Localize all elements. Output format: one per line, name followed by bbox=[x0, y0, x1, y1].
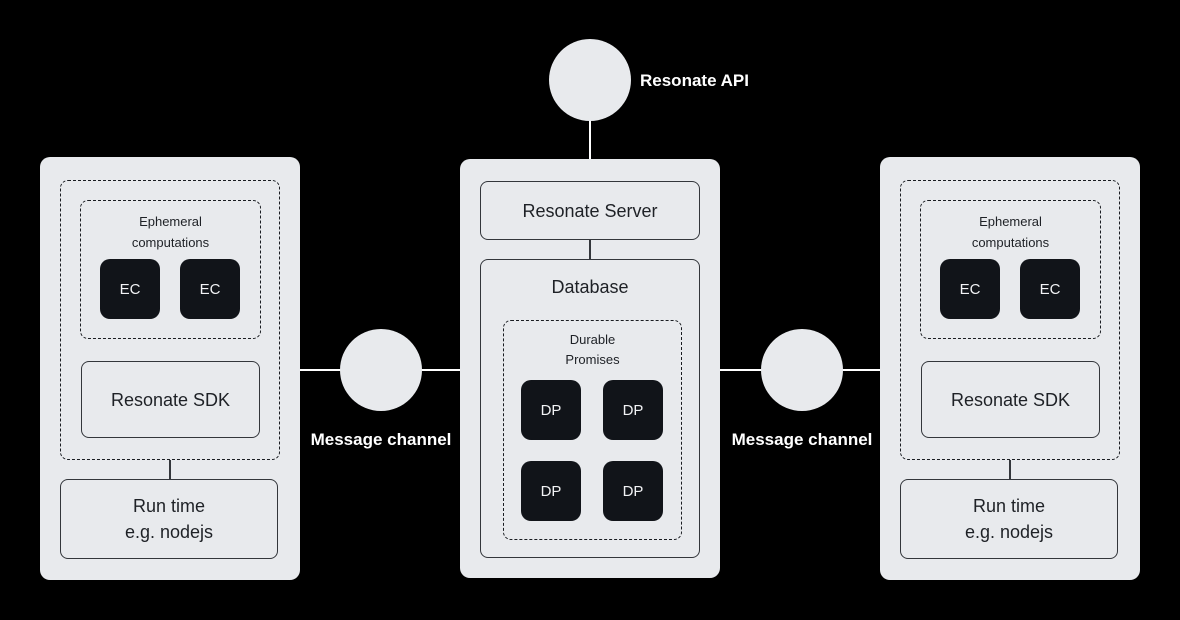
resonate-sdk-label: Resonate SDK bbox=[950, 389, 1071, 410]
worker-process-boundary-left: Ephemeral computations EC EC Resonate SD… bbox=[60, 180, 280, 460]
ephemeral-computations-group-left: Ephemeral computations EC EC bbox=[80, 200, 261, 339]
api-to-server-connector-line bbox=[589, 120, 591, 160]
ephemeral-computations-group-right: Ephemeral computations EC EC bbox=[920, 200, 1101, 339]
message-channel-label-left: Message channel bbox=[310, 430, 452, 449]
worker-panel-right: Ephemeral computations EC EC Resonate SD… bbox=[880, 157, 1140, 580]
runtime-box-right: Run time e.g. nodejs bbox=[900, 479, 1118, 559]
dp-box: DP bbox=[603, 461, 663, 521]
server-panel: Resonate Server Database Durable Promise… bbox=[460, 159, 720, 578]
dp-box-label: DP bbox=[622, 482, 644, 500]
database-box: Database Durable Promises DP DP DP DP bbox=[480, 259, 700, 558]
ephemeral-computations-title: Ephemeral computations bbox=[131, 214, 210, 250]
runtime-box-left: Run time e.g. nodejs bbox=[60, 479, 278, 559]
ec-box: EC bbox=[100, 259, 160, 319]
resonate-server-box: Resonate Server bbox=[480, 181, 700, 240]
dp-box: DP bbox=[603, 380, 663, 440]
durable-promises-group: Durable Promises DP DP DP DP bbox=[503, 320, 682, 540]
worker-process-boundary-right: Ephemeral computations EC EC Resonate SD… bbox=[900, 180, 1120, 460]
ec-box-label: EC bbox=[119, 280, 141, 298]
ec-box: EC bbox=[940, 259, 1000, 319]
worker-panel-left: Ephemeral computations EC EC Resonate SD… bbox=[40, 157, 300, 580]
resonate-sdk-box-left: Resonate SDK bbox=[81, 361, 260, 438]
message-channel-node-right bbox=[761, 329, 843, 411]
resonate-api-label: Resonate API bbox=[640, 71, 749, 90]
resonate-sdk-box-right: Resonate SDK bbox=[921, 361, 1100, 438]
durable-promises-title: Durable Promises bbox=[565, 332, 620, 367]
server-to-database-connector bbox=[589, 240, 591, 259]
api-circle-node bbox=[549, 39, 631, 121]
sdk-to-runtime-connector bbox=[1009, 460, 1011, 479]
database-label: Database bbox=[551, 277, 629, 297]
ec-box-label: EC bbox=[1039, 280, 1061, 298]
ec-box: EC bbox=[180, 259, 240, 319]
dp-box-label: DP bbox=[622, 401, 644, 419]
resonate-server-label: Resonate Server bbox=[522, 200, 658, 221]
dp-box-label: DP bbox=[540, 401, 562, 419]
sdk-to-runtime-connector bbox=[169, 460, 171, 479]
dp-box-label: DP bbox=[540, 482, 562, 500]
dp-box: DP bbox=[521, 461, 581, 521]
resonate-sdk-label: Resonate SDK bbox=[110, 389, 231, 410]
ec-box-label: EC bbox=[199, 280, 221, 298]
runtime-label: Run time e.g. nodejs bbox=[964, 496, 1054, 542]
message-channel-node-left bbox=[340, 329, 422, 411]
ephemeral-computations-title: Ephemeral computations bbox=[971, 214, 1050, 250]
ec-box-label: EC bbox=[959, 280, 981, 298]
message-channel-label-right: Message channel bbox=[731, 430, 873, 449]
runtime-label: Run time e.g. nodejs bbox=[124, 496, 214, 542]
ec-box: EC bbox=[1020, 259, 1080, 319]
dp-box: DP bbox=[521, 380, 581, 440]
